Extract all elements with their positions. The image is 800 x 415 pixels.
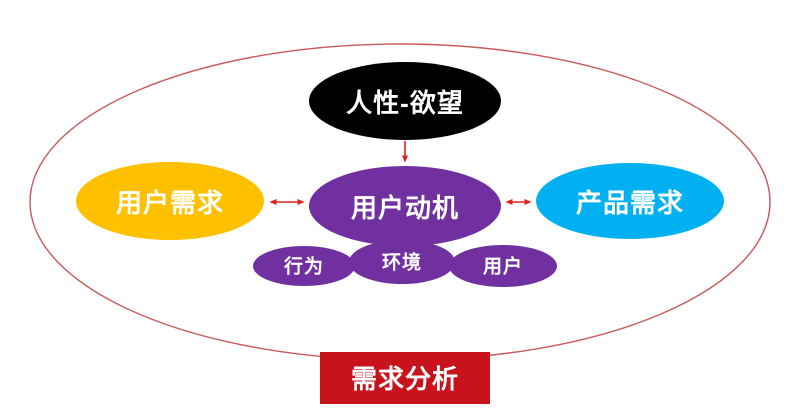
- desire-node: [309, 62, 501, 140]
- analysis-banner-label: 需求分析: [351, 364, 459, 394]
- user-node-label: 用户: [483, 255, 523, 278]
- user-need-node: [76, 162, 264, 240]
- behavior-node: [253, 246, 355, 286]
- behavior-node-label: 行为: [283, 255, 324, 278]
- product-need-node-label: 产品需求: [576, 188, 684, 218]
- environment-node: [349, 240, 455, 284]
- user-need-node-label: 用户需求: [116, 188, 224, 218]
- user-node: [449, 245, 557, 287]
- product-need-node: [536, 163, 724, 239]
- environment-node-label: 环境: [382, 251, 422, 274]
- desire-node-label: 人性-欲望: [346, 88, 464, 118]
- motivation-node: [309, 166, 501, 246]
- motivation-node-label: 用户动机: [351, 193, 459, 223]
- analysis-banner: [320, 352, 490, 404]
